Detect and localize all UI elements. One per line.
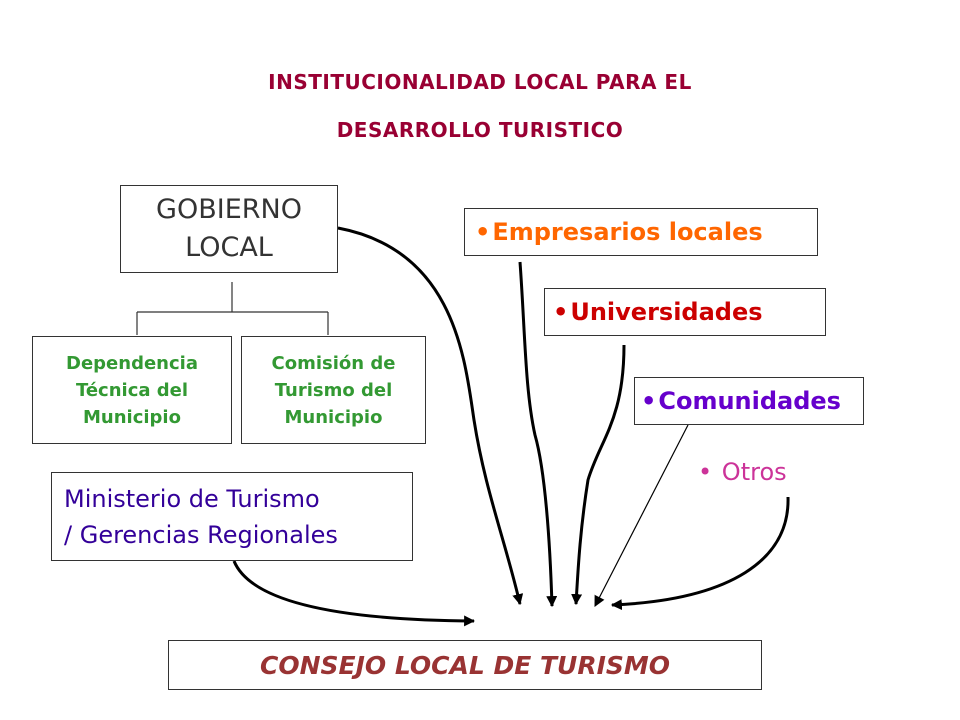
title-line-2: DESARROLLO TURISTICO <box>336 118 624 142</box>
arrow-gobierno <box>337 226 524 606</box>
title-line-1: INSTITUCIONALIDAD LOCAL PARA EL <box>268 70 692 94</box>
arrow-comunidades <box>594 424 689 607</box>
arrow-ministerio <box>232 560 476 627</box>
arrow-universidades <box>571 344 626 606</box>
universidades-label: Universidades <box>570 298 763 326</box>
dependencia-tecnica-box: Dependencia Técnica del Municipio <box>32 336 232 444</box>
ministerio-turismo-box: Ministerio de Turismo / Gerencias Region… <box>51 472 413 561</box>
universidades-box: Universidades <box>544 288 826 336</box>
comision-line-1: Comisión de <box>271 352 396 374</box>
gobierno-line-1: GOBIERNO <box>156 194 302 225</box>
comision-line-2: Turismo del <box>274 379 393 401</box>
arrow-empresarios <box>518 261 558 608</box>
empresarios-label: Empresarios locales <box>492 218 763 246</box>
empresarios-locales-box: Empresarios locales <box>464 208 818 256</box>
dependencia-line-2: Técnica del <box>75 379 189 401</box>
dependencia-line-3: Municipio <box>83 406 181 428</box>
consejo-label: CONSEJO LOCAL DE TURISMO <box>259 650 671 680</box>
comunidades-box: Comunidades <box>634 377 864 425</box>
consejo-local-box: CONSEJO LOCAL DE TURISMO <box>168 640 762 690</box>
ministerio-line-2: / Gerencias Regionales <box>64 520 338 549</box>
otros-label: Otros <box>698 458 787 486</box>
comision-line-3: Municipio <box>284 406 383 428</box>
comunidades-label: Comunidades <box>658 387 841 415</box>
otros-text: Otros <box>721 458 787 486</box>
gobierno-local-box: GOBIERNO LOCAL <box>120 185 338 273</box>
ministerio-line-1: Ministerio de Turismo <box>64 484 320 513</box>
arrow-otros <box>610 496 790 611</box>
dependencia-line-1: Dependencia <box>66 352 198 374</box>
comision-turismo-box: Comisión de Turismo del Municipio <box>241 336 426 444</box>
gobierno-line-2: LOCAL <box>185 232 273 263</box>
